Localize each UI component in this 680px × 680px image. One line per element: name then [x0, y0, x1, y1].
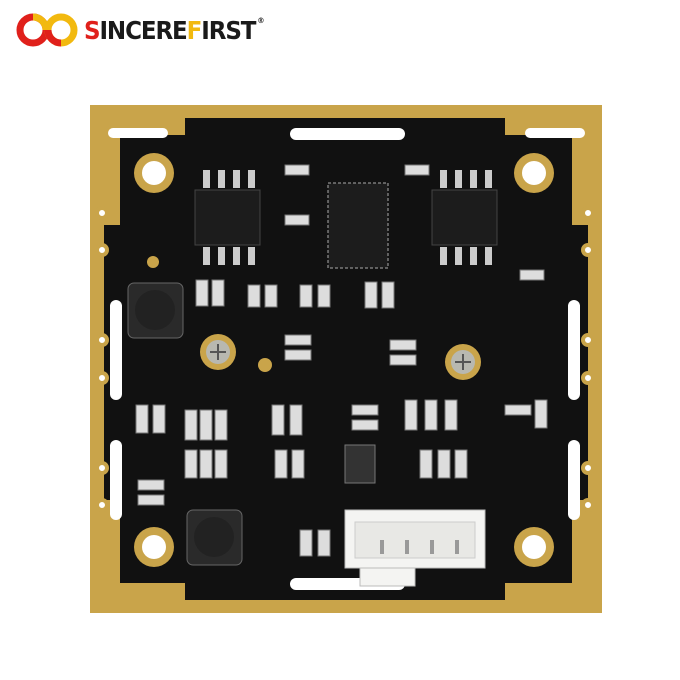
pcb-board: [90, 105, 602, 613]
brand-letter-f: F: [186, 15, 203, 45]
ic-chips: [194, 170, 498, 269]
logo-rings-icon: [16, 13, 78, 47]
brand-logo: SINCEREFIRST®: [16, 12, 279, 48]
smd-components: [135, 164, 548, 557]
screws: [147, 256, 481, 380]
registered-mark: ®: [257, 15, 264, 25]
brand-name: SINCEREFIRST®: [84, 15, 265, 45]
brand-letter-s: S: [84, 15, 101, 45]
brand-part: IRST: [201, 15, 256, 45]
inductors: [127, 282, 243, 566]
mounting-holes: [134, 153, 554, 567]
white-connector: [344, 509, 486, 587]
brand-part: INCERE: [99, 15, 187, 45]
